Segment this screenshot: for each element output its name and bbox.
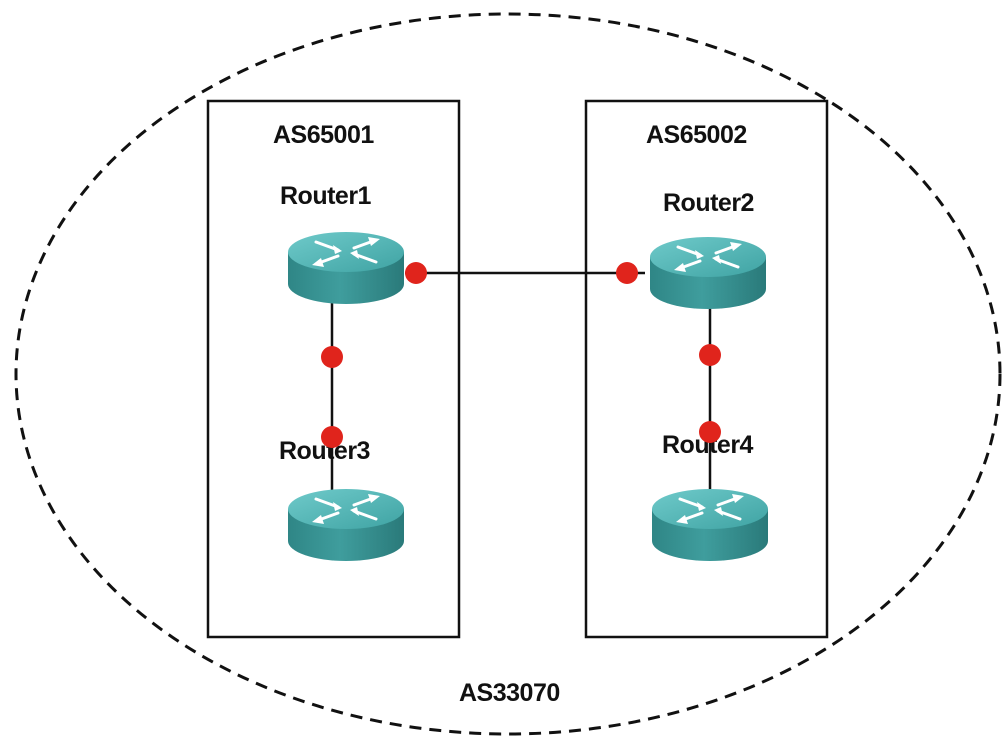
interface-dot-r2-west bbox=[616, 262, 638, 284]
sub-as-2-label: AS65002 bbox=[646, 121, 747, 149]
router2-label: Router2 bbox=[663, 189, 754, 217]
sub-as-box-1 bbox=[206, 99, 461, 639]
confederation-boundary bbox=[14, 12, 1002, 736]
confederation-label: AS33070 bbox=[459, 679, 560, 707]
interface-dot-r1-east bbox=[405, 262, 427, 284]
interface-dot-r2-south bbox=[699, 344, 721, 366]
interface-dot-r3-north bbox=[321, 426, 343, 448]
interface-dot-r1-south bbox=[321, 346, 343, 368]
sub-as-1-label: AS65001 bbox=[273, 121, 374, 149]
interface-dot-r4-north bbox=[699, 421, 721, 443]
sub-as-box-2 bbox=[584, 99, 829, 639]
router1-label: Router1 bbox=[280, 182, 372, 210]
router4-icon bbox=[650, 487, 770, 563]
router1-icon bbox=[286, 230, 406, 306]
router2-icon bbox=[648, 235, 768, 311]
router3-icon bbox=[286, 487, 406, 563]
